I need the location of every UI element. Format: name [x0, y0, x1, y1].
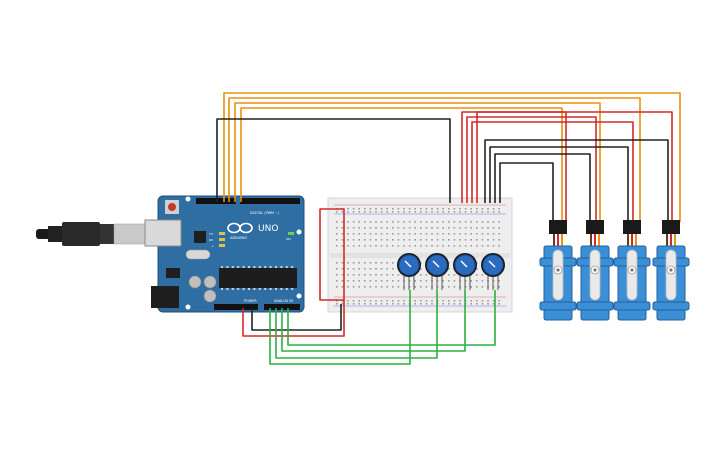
reset-button	[168, 203, 176, 211]
digital-header-left	[196, 198, 236, 204]
wire-black-power	[251, 304, 342, 331]
servo-motor	[613, 220, 651, 321]
breadboard-holes	[336, 208, 500, 305]
servo-horn[interactable]	[665, 249, 677, 301]
chip-pins	[221, 266, 294, 290]
wire-black-1	[484, 139, 669, 222]
board-logo-text: ARDUINO	[230, 236, 247, 240]
wires	[216, 92, 681, 365]
wire-black-4	[499, 162, 554, 222]
wire-orange-3	[234, 102, 601, 222]
analog-label: ANALOG IN	[274, 299, 293, 303]
servo-motor	[539, 220, 577, 321]
capacitor	[203, 275, 217, 289]
digital-label: DIGITAL (PWM ~)	[250, 211, 280, 215]
servo-motors	[539, 220, 690, 321]
wire-green-1	[269, 290, 411, 365]
on-label: ON	[286, 237, 291, 241]
potentiometers	[397, 253, 505, 290]
board-model: UNO	[258, 224, 278, 234]
wire-red-5v	[242, 208, 345, 337]
wire-orange-2	[228, 97, 641, 222]
servo-motor	[576, 220, 614, 321]
wire-orange-4	[240, 107, 563, 222]
potentiometer[interactable]	[453, 253, 477, 290]
analog-header	[264, 304, 300, 310]
servo-motor	[652, 220, 690, 321]
servo-horn[interactable]	[626, 249, 638, 301]
arduino-uno-board: UNO ARDUINO DIGITAL (PWM ~) POWER ANALOG…	[144, 195, 305, 313]
usb-cable	[36, 222, 147, 246]
wire-red-4	[476, 111, 673, 222]
wire-green-2	[275, 290, 438, 359]
rx-label: RX	[209, 238, 213, 242]
potentiometer[interactable]	[481, 253, 505, 290]
l-label: L	[212, 244, 214, 248]
usb-port	[144, 219, 182, 247]
breadboard	[327, 197, 513, 313]
servo-horn[interactable]	[589, 249, 601, 301]
wire-green-3	[281, 290, 466, 352]
potentiometer[interactable]	[425, 253, 449, 290]
wire-red-3	[471, 121, 634, 222]
power-jack	[151, 286, 179, 308]
power-label: POWER	[244, 299, 257, 303]
servo-horn[interactable]	[552, 249, 564, 301]
potentiometer[interactable]	[397, 253, 421, 290]
atmega-chip	[219, 268, 297, 288]
digital-header-right	[240, 198, 300, 204]
wire-green-4	[287, 290, 496, 346]
arduino-logo	[227, 222, 253, 234]
capacitor	[203, 289, 217, 303]
capacitor	[188, 275, 202, 289]
wire-orange-1	[223, 92, 681, 222]
wire-black-gnd	[216, 118, 451, 203]
tx-label: TX	[208, 232, 213, 236]
power-header	[214, 304, 258, 310]
wire-black-2	[489, 146, 629, 222]
wire-red-2	[466, 116, 597, 222]
wire-black-3	[494, 153, 591, 222]
crystal	[185, 249, 211, 260]
